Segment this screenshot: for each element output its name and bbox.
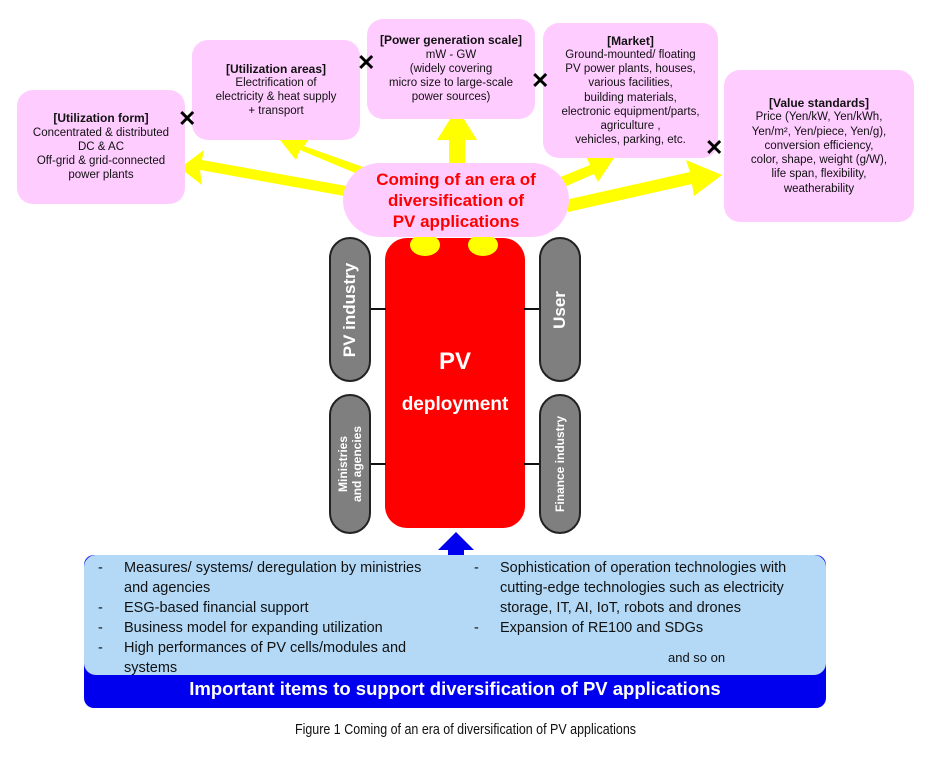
support-left-list: Measures/ systems/ deregulation by minis… bbox=[96, 558, 436, 678]
actor-pv-industry: PV industry bbox=[329, 237, 371, 382]
actor-user: User bbox=[539, 237, 581, 382]
utilization-areas-body: Electrification of electricity & heat su… bbox=[215, 76, 337, 118]
power-scale-body: mW - GW (widely covering micro size to l… bbox=[389, 48, 513, 104]
support-arrow-icon bbox=[438, 532, 474, 570]
support-item: Measures/ systems/ deregulation by minis… bbox=[96, 558, 436, 598]
value-standards-body: Price (Yen/kW, Yen/kWh, Yen/m², Yen/piec… bbox=[750, 111, 888, 195]
arrow-to-power-scale bbox=[437, 108, 477, 165]
utilization-form-box: [Utilization form] Concentrated & distri… bbox=[17, 90, 185, 204]
connector-line bbox=[524, 463, 540, 465]
utilization-areas-title: [Utilization areas] bbox=[225, 61, 327, 76]
arrow-to-market bbox=[558, 156, 614, 188]
arrow-to-utilization-form bbox=[180, 150, 352, 197]
connector-line bbox=[370, 308, 386, 310]
pv-deployment-block: PV deployment bbox=[385, 238, 525, 528]
support-item: Sophistication of operation technologies… bbox=[472, 558, 812, 618]
era-bubble: Coming of an era of diversification of P… bbox=[343, 163, 569, 237]
support-item: Expansion of RE100 and SDGs bbox=[472, 618, 812, 638]
connector-line bbox=[524, 308, 540, 310]
market-title: [Market] bbox=[607, 33, 654, 48]
deployment-label: deployment bbox=[401, 394, 509, 415]
actor-finance: Finance industry bbox=[539, 394, 581, 534]
power-scale-box: [Power generation scale] mW - GW (widely… bbox=[367, 19, 535, 119]
cross-icon: ✕ bbox=[178, 106, 197, 131]
market-body: Ground-mounted/ floating PV power plants… bbox=[561, 48, 700, 147]
and-so-on-text: and so on bbox=[668, 650, 726, 665]
actor-finance-label: Finance industry bbox=[553, 415, 567, 513]
support-title: Important items to support diversificati… bbox=[189, 678, 721, 699]
actor-user-label: User bbox=[550, 290, 569, 329]
cross-icon: ✕ bbox=[705, 135, 724, 160]
power-scale-title: [Power generation scale] bbox=[379, 33, 523, 48]
arrow-to-value-standards bbox=[565, 160, 722, 212]
actor-pv-industry-label: PV industry bbox=[340, 262, 359, 357]
support-right-list: Sophistication of operation technologies… bbox=[472, 558, 812, 638]
figure-caption: Figure 1 Coming of an era of diversifica… bbox=[294, 722, 637, 738]
support-item: Business model for expanding utilization bbox=[96, 618, 436, 638]
cross-icon: ✕ bbox=[531, 68, 550, 93]
value-standards-box: [Value standards] Price (Yen/kW, Yen/kWh… bbox=[724, 70, 914, 222]
arrow-to-utilization-areas bbox=[280, 138, 366, 175]
utilization-form-title: [Utilization form] bbox=[53, 111, 149, 126]
pv-label: PV bbox=[438, 348, 471, 375]
market-box: [Market] Ground-mounted/ floating PV pow… bbox=[543, 23, 718, 158]
support-item: High performances of PV cells/modules an… bbox=[96, 638, 436, 678]
value-standards-title: [Value standards] bbox=[768, 96, 870, 111]
yellow-wheels bbox=[410, 234, 498, 256]
actor-ministries-label: Ministries and agencies bbox=[336, 425, 364, 503]
utilization-areas-box: [Utilization areas] Electrification of e… bbox=[192, 40, 360, 140]
support-item: ESG-based financial support bbox=[96, 598, 436, 618]
cross-icon: ✕ bbox=[357, 50, 376, 75]
utilization-form-body: Concentrated & distributed DC & AC Off-g… bbox=[32, 126, 170, 182]
connector-line bbox=[370, 463, 386, 465]
actor-ministries: Ministries and agencies bbox=[329, 394, 371, 534]
